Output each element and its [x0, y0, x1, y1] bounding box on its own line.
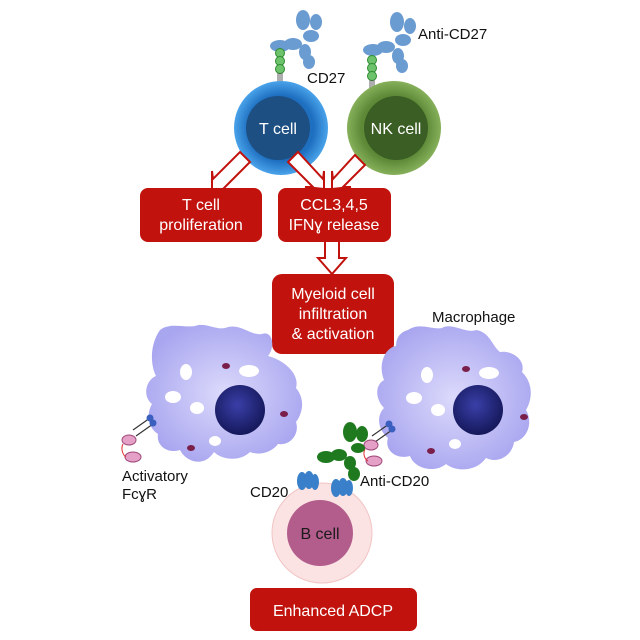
enhanced-adcp-box: Enhanced ADCP [250, 588, 417, 631]
cd20-receptor-left [297, 471, 319, 490]
ccl-line: CCL3,4,5 [300, 197, 368, 214]
macrophage-left-nucleus [215, 385, 265, 435]
macrophage-right [377, 326, 531, 470]
activatory-label: Activatory [122, 468, 188, 485]
ccl-ifn-release-box: CCL3,4,5 IFNɣ release [278, 188, 391, 242]
fcgr-label: FcɣR [122, 486, 157, 503]
activatory-fc-receptor-left [121, 414, 157, 463]
cd27-receptor-t-cell [275, 48, 285, 82]
myeloid-activation-box: Myeloid cell infiltration & activation [272, 274, 394, 354]
enhanced-adcp-label: Enhanced ADCP [273, 603, 393, 620]
arrow-t-cell-to-proliferation [211, 150, 252, 190]
cd20-receptor-right [331, 478, 353, 497]
anti-cd20-label: Anti-CD20 [360, 473, 429, 490]
nk-cell-label: NK cell [371, 121, 422, 138]
nk-cell: NK cell [347, 81, 441, 175]
t-cell-proliferation-line1: T cell [182, 197, 220, 214]
arrow-ccl-to-myeloid [315, 239, 349, 276]
arrow-nk-cell-to-ccl [331, 153, 367, 191]
myeloid-line3: & activation [292, 326, 375, 343]
b-cell: B cell [271, 482, 373, 584]
macrophage-right-nucleus [453, 385, 503, 435]
myeloid-line1: Myeloid cell [291, 286, 375, 303]
cd27-label: CD27 [307, 70, 345, 87]
t-cell: T cell [234, 81, 328, 175]
macrophage-label: Macrophage [432, 309, 515, 326]
activatory-fc-receptor-right [363, 420, 396, 467]
b-cell-label: B cell [300, 526, 339, 543]
cd20-label: CD20 [250, 484, 288, 501]
anti-cd27-antibody-t-cell [270, 10, 322, 69]
anti-cd27-label: Anti-CD27 [418, 26, 487, 43]
cd27-receptor-nk-cell [367, 55, 377, 89]
ifn-line: IFNɣ release [289, 217, 380, 234]
myeloid-line2: infiltration [299, 306, 367, 323]
macrophage-left [146, 324, 303, 462]
anti-cd20-antibody [317, 422, 368, 481]
anti-cd27-antibody-nk-cell [363, 12, 416, 73]
t-cell-proliferation-box: T cell proliferation [140, 188, 262, 242]
t-cell-label: T cell [259, 121, 297, 138]
t-cell-proliferation-line2: proliferation [159, 217, 243, 234]
